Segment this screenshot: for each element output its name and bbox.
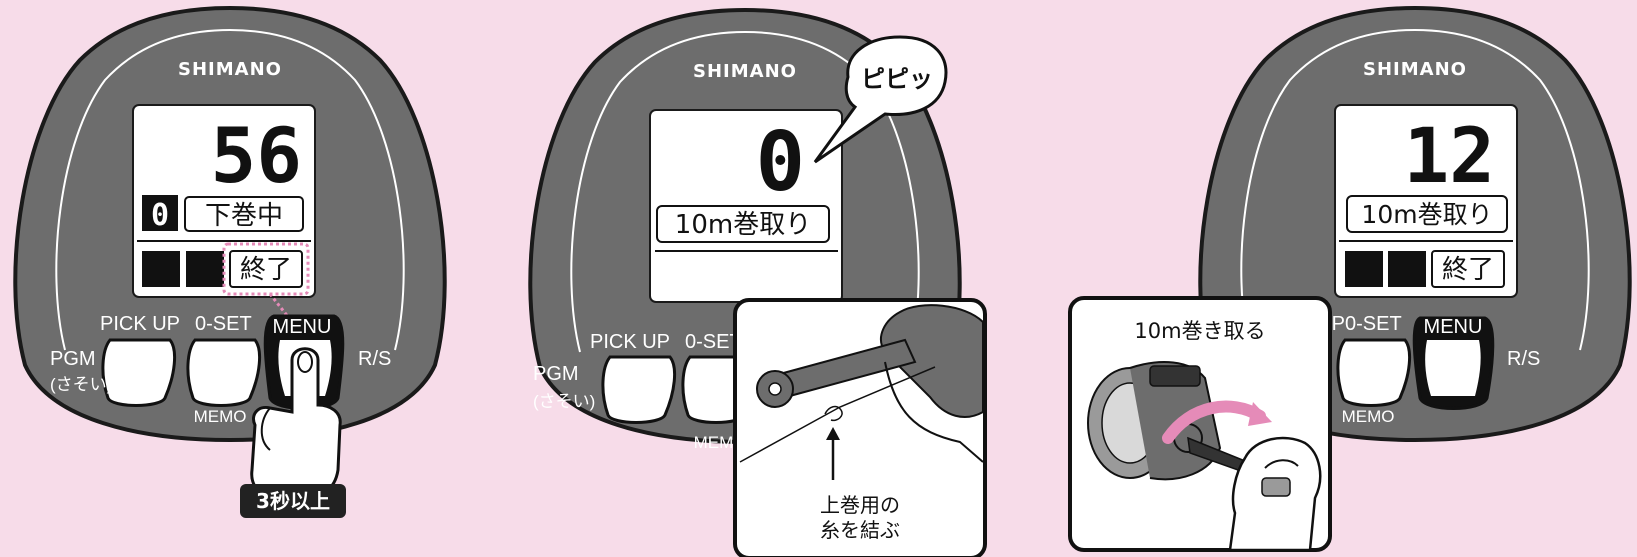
small-counter-box [142,195,178,231]
zero-set-label: 0-SET [195,313,252,335]
rs-label: R/S [1507,348,1540,370]
reel-panel-1: SHIMANO 56 0 下巻中 終了 PICK UP 0-SET MENU P… [13,5,447,518]
depth-readout: 56 [210,111,302,200]
zero-set-label: 0-SET [1345,313,1402,335]
knot [824,405,843,422]
bubble-text: ピピッ [861,65,933,93]
highlight-dotted-box [222,242,310,296]
mode-box [656,205,830,243]
mode-box [1346,195,1508,233]
memo-label: MEMO [194,407,247,426]
end-text: 終了 [240,255,292,285]
pgm-sub-label: (さそい) [533,392,595,411]
zero-set-label: 0-SET [685,331,742,353]
end-box [229,250,303,288]
inset-wind-10m: 10m巻き取る [1068,296,1332,552]
body-outline [55,28,405,351]
pick-up-label: PICK UP [590,331,670,353]
mode-text: 10m巻取り [675,210,811,240]
status-text: 下巻中 [205,201,283,231]
segment-block-2 [1388,251,1426,287]
menu-label: MENU [273,316,332,338]
fishing-line [739,366,936,463]
rotation-arrow [1162,400,1266,444]
brand-logo: SHIMANO [693,61,797,82]
inset-caption-line2: 糸を結ぶ [820,518,900,542]
depth-readout: 0 [756,115,805,210]
pgm-label: PGM [50,348,96,370]
pgm-label: PGM [533,363,579,385]
end-box [1431,250,1505,288]
hand-illustration [1228,436,1322,552]
reel-panel-2: SHIMANO 0 10m巻取り ピピッ PICK UP 0-SET PGM (… [528,7,987,557]
inset-tie-line: 上巻用の 糸を結ぶ [733,298,987,557]
depth-readout: 12 [1403,111,1495,200]
inset-title: 10m巻き取る [1134,319,1265,343]
rs-label: R/S [358,348,391,370]
pgm-sub-label: (さそい) [50,375,112,394]
brand-logo: SHIMANO [1363,59,1467,80]
menu-button-face [1425,340,1481,396]
body-outline [570,30,920,353]
pick-up-button[interactable] [601,355,677,424]
segment-block-2 [186,251,224,287]
segment-block-1 [142,251,180,287]
speech-bubble [813,35,948,164]
memo-label: MEMO [1342,407,1395,426]
menu-label: MENU [1424,316,1483,338]
zero-set-button[interactable] [186,338,262,407]
inset-caption-line1: 上巻用の [820,493,900,517]
body-outline [1240,28,1590,351]
reel-illustration [1087,361,1257,481]
hold-duration-text: 3秒以上 [256,489,330,513]
pick-up-button[interactable] [101,338,177,407]
status-box [184,196,304,232]
reel-housing-illustration [880,304,984,418]
rotation-arrowhead [1248,402,1272,426]
brand-logo: SHIMANO [178,59,282,80]
pick-up-label: PICK UP [100,313,180,335]
mode-text: 10m巻取り [1361,200,1492,229]
small-counter-text: 0 [151,198,169,233]
end-text: 終了 [1442,255,1494,285]
zero-set-button[interactable] [1336,338,1412,407]
hold-duration-badge [240,484,346,518]
segment-block-1 [1345,251,1383,287]
